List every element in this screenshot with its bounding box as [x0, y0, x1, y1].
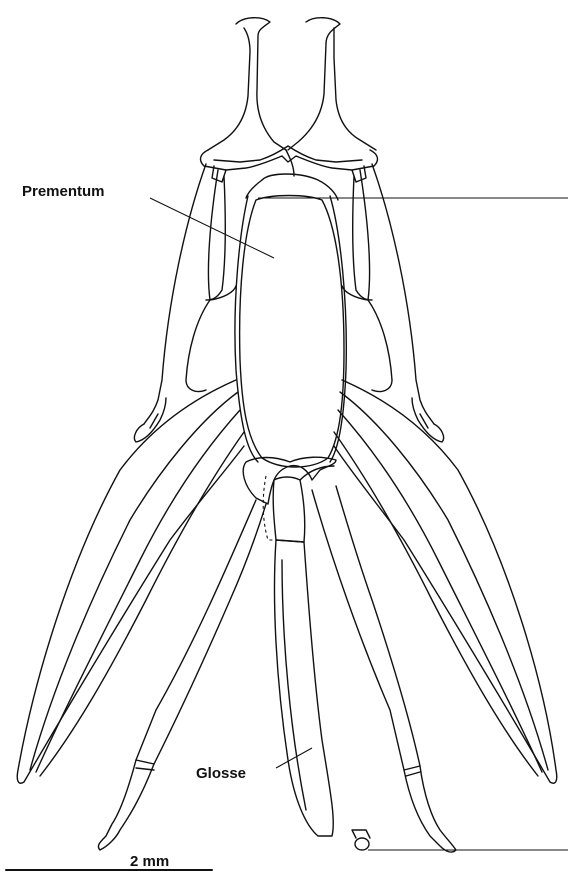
right-paraglossa	[334, 380, 557, 783]
left-inner-segment	[98, 500, 266, 850]
glossa	[275, 540, 334, 836]
right-labial-palp	[342, 164, 444, 442]
glossa-tip	[352, 830, 370, 850]
submentum	[201, 146, 378, 182]
mentum-arms	[208, 18, 376, 150]
prementum-label: Prementum	[22, 183, 105, 200]
glosse-label: Glosse	[196, 765, 246, 782]
prementum-leader	[150, 198, 274, 258]
left-paraglossa	[17, 380, 244, 783]
prementum-body	[235, 174, 346, 467]
scale-label: 2 mm	[130, 853, 169, 870]
right-inner-segment	[312, 486, 456, 852]
left-labial-palp	[134, 164, 236, 442]
glosse-leader	[276, 748, 312, 768]
scale-bar: 2 mm	[6, 853, 212, 870]
